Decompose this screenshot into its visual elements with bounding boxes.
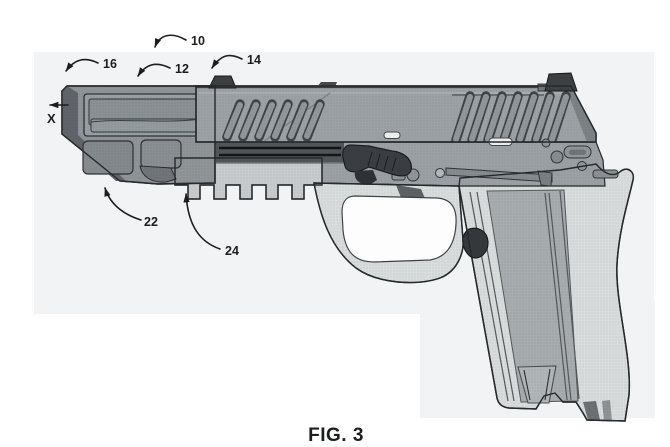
label-14: 14 bbox=[247, 53, 261, 67]
trigger-guard-opening bbox=[341, 195, 457, 263]
label-22: 22 bbox=[144, 215, 158, 229]
leader-24 bbox=[183, 193, 221, 250]
figure-caption: FIG. 3 bbox=[308, 425, 364, 446]
label-12: 12 bbox=[175, 62, 189, 76]
leader-lines bbox=[65, 34, 243, 250]
leader-10 bbox=[154, 34, 187, 48]
leader-14 bbox=[211, 54, 243, 69]
label-16: 16 bbox=[103, 57, 117, 71]
trigger bbox=[462, 227, 489, 259]
leader-12 bbox=[137, 63, 171, 77]
axis-label: X bbox=[47, 111, 56, 126]
label-24: 24 bbox=[225, 244, 239, 258]
leader-22 bbox=[104, 187, 142, 221]
leader-16 bbox=[65, 58, 99, 72]
reference-numerals: 10 16 12 14 22 24 bbox=[103, 34, 261, 258]
label-10: 10 bbox=[191, 34, 205, 48]
slide-stop-capsule bbox=[383, 131, 401, 139]
muzzle-direction-arrow: X bbox=[47, 101, 69, 126]
